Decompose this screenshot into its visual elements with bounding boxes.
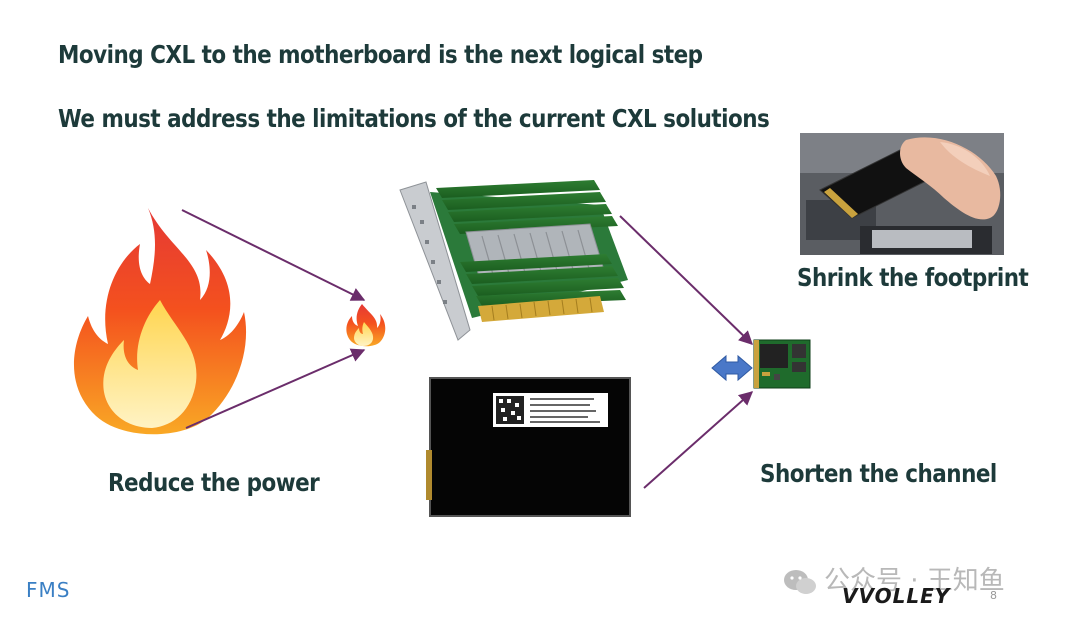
fire-icon [73,208,247,435]
m2-module-image [753,339,811,389]
slide-heading-1: Moving CXL to the motherboard is the nex… [58,40,703,69]
small-fire-icon [346,304,386,347]
wechat-icon [784,569,816,594]
caption-shrink-footprint: Shrink the footprint [797,263,1029,292]
hand-inserting-module-photo [800,133,1004,255]
page-number: 8 [990,589,997,602]
slide-heading-2: We must address the limitations of the c… [58,104,770,133]
double-arrow-icon [711,354,753,382]
fms-logo: FMS [26,578,71,602]
watermark-text: 公众号 · 王知鱼 [824,566,1005,596]
arrows [181,209,754,489]
caption-reduce-power: Reduce the power [108,468,320,497]
volley-logo: VVOLLEY [842,584,951,608]
e3s-module-image [426,377,631,517]
wechat-watermark: 公众号 · 王知鱼 [782,560,1005,597]
caption-shorten-channel: Shorten the channel [760,459,997,488]
cxl-add-in-card-image [399,180,628,341]
